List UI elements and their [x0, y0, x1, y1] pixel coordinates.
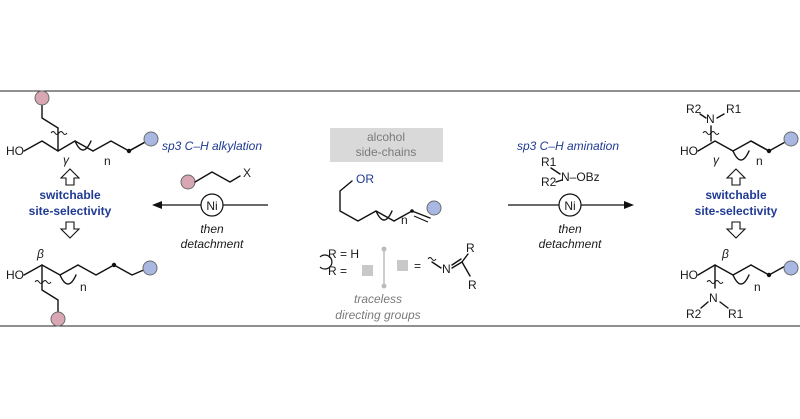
right-switch-line2: site-selectivity — [695, 204, 778, 218]
left-detachment: detachment — [181, 237, 244, 251]
up-arrow-icon — [59, 168, 81, 186]
right-bottom-r1: R1 — [728, 307, 744, 321]
left-catalyst: Ni — [206, 199, 217, 213]
right-switch-line1: switchable — [705, 188, 767, 202]
center-panel: alcohol side-chains OR n R = H R = = N — [319, 128, 477, 322]
down-arrow-icon — [59, 221, 81, 239]
dg-box-icon — [397, 260, 408, 271]
attachment-wavy — [427, 257, 437, 261]
right-then: then — [558, 222, 582, 236]
left-switch-line2: site-selectivity — [29, 204, 112, 218]
dg-r-top: R — [466, 241, 475, 255]
left-bottom-beta: β — [36, 247, 44, 261]
down-arrow-icon — [725, 221, 747, 239]
nickel-catalyst-icon — [558, 193, 582, 217]
blue-group-icon — [783, 260, 799, 276]
substrate-n: n — [401, 213, 408, 227]
left-bottom-n: n — [80, 280, 87, 294]
substrate: OR n — [339, 172, 442, 227]
blue-group-icon — [783, 131, 799, 147]
left-top-n: n — [104, 154, 111, 168]
dg-equals: = — [414, 259, 421, 273]
right-panel: sp3 C–H amination R1 R2 N–OBz Ni then de… — [508, 102, 799, 321]
blue-group-icon — [142, 260, 158, 276]
right-top-chain-n: n — [756, 154, 763, 168]
right-top-gamma: γ — [713, 153, 720, 167]
caption-line1: traceless — [354, 292, 402, 306]
pink-group-icon — [180, 174, 196, 190]
right-switch: switchable site-selectivity — [695, 168, 778, 239]
right-bottom-chain-n: n — [754, 280, 761, 294]
box-line2: side-chains — [356, 145, 417, 159]
right-bottom-beta: β — [721, 247, 729, 261]
left-top-gamma: γ — [63, 153, 70, 167]
left-top-product: HO γ n — [6, 90, 159, 168]
blue-group-icon — [426, 200, 442, 216]
reagent-n-obz: N–OBz — [561, 170, 600, 184]
right-top-r2: R2 — [686, 102, 702, 116]
up-arrow-icon — [725, 168, 747, 186]
r-equals-h: R = H — [328, 247, 359, 261]
substrate-or: OR — [356, 172, 374, 186]
directing-group-legend: R = H R = = N R R — [319, 241, 477, 292]
arrow-head-icon — [152, 201, 162, 209]
r-equals-box: R = — [328, 264, 347, 278]
reagent-r1: R1 — [541, 155, 557, 169]
right-bottom-product: HO β N R2 R1 n — [680, 247, 799, 321]
right-top-ho: HO — [680, 144, 698, 158]
left-reagent-x: X — [243, 166, 251, 180]
dg-r-bottom: R — [468, 278, 477, 292]
attachment-wavy — [34, 280, 52, 284]
left-bottom-product: HO β n — [6, 247, 158, 327]
right-bottom-n: N — [709, 291, 718, 305]
attachment-wavy — [706, 280, 724, 284]
left-reaction-title: sp3 C–H alkylation — [162, 139, 262, 153]
right-top-r1: R1 — [726, 102, 742, 116]
left-switch: switchable site-selectivity — [29, 168, 112, 239]
caption-line2: directing groups — [335, 308, 420, 322]
left-top-ho: HO — [6, 144, 24, 158]
dg-n: N — [442, 262, 451, 276]
reagent-r2: R2 — [541, 175, 557, 189]
pink-group-icon — [50, 311, 66, 327]
left-reaction: sp3 C–H alkylation X Ni then detachment — [152, 139, 268, 251]
arrow-head-icon — [624, 201, 634, 209]
attachment-wavy — [702, 131, 720, 135]
blue-group-icon — [143, 131, 159, 147]
dg-box-icon — [362, 265, 373, 276]
left-panel: HO γ n switchable site-selectivity HO β — [6, 90, 268, 327]
left-then: then — [200, 222, 224, 236]
alcohol-box — [330, 128, 443, 162]
right-detachment: detachment — [539, 237, 602, 251]
attachment-wavy — [50, 131, 68, 135]
left-bottom-ho: HO — [6, 268, 24, 282]
left-switch-line1: switchable — [39, 188, 101, 202]
right-bottom-ho: HO — [680, 268, 698, 282]
pink-group-icon — [34, 90, 50, 106]
nickel-catalyst-icon — [200, 193, 224, 217]
right-bottom-r2: R2 — [686, 307, 702, 321]
right-catalyst: Ni — [564, 199, 575, 213]
right-top-product: R2 N R1 HO γ n — [680, 102, 799, 168]
cycle-arrow-icon — [319, 254, 333, 270]
right-top-n: N — [706, 112, 715, 126]
right-reaction-title: sp3 C–H amination — [517, 139, 619, 153]
box-line1: alcohol — [367, 130, 405, 144]
right-reaction: sp3 C–H amination R1 R2 N–OBz Ni then de… — [508, 139, 634, 251]
